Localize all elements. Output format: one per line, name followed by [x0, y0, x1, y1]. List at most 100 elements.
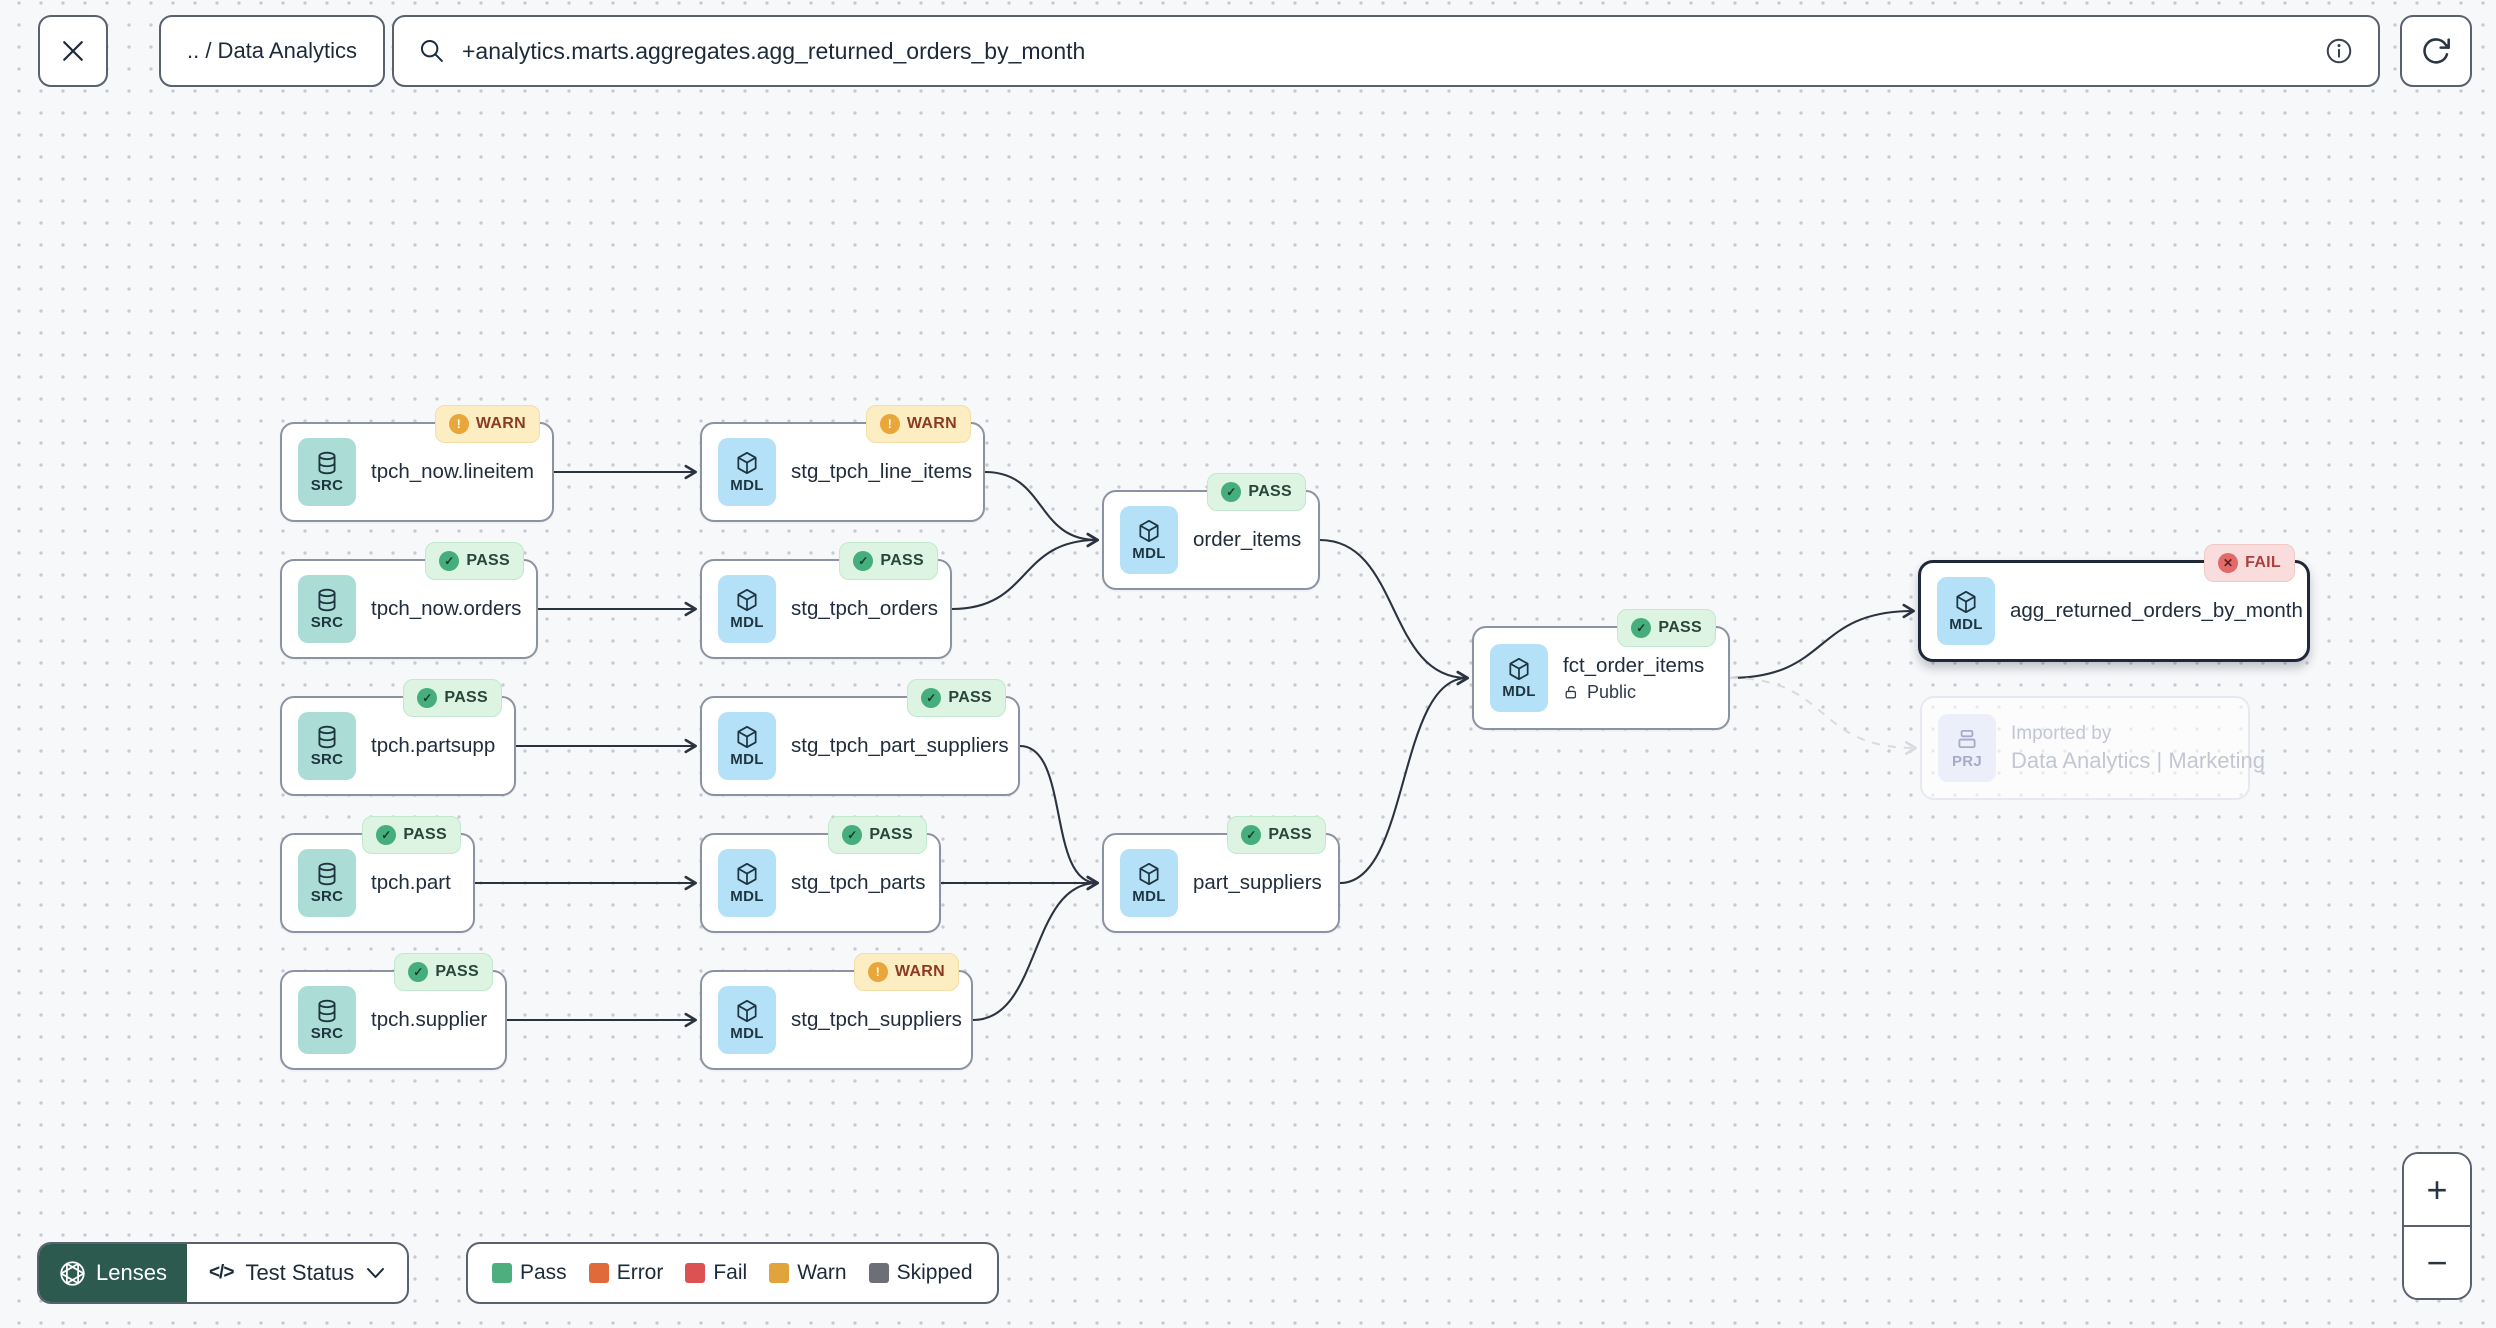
legend-item-error: Error	[588, 1261, 664, 1285]
zoom-controls: + −	[2402, 1152, 2472, 1300]
code-icon: </>	[208, 1262, 235, 1283]
status-label: PASS	[1658, 619, 1702, 636]
status-label: WARN	[475, 415, 526, 432]
imported-by-title: Imported by	[2011, 722, 2112, 744]
refresh-button[interactable]	[2400, 15, 2472, 87]
status-badge: ✓ PASS	[425, 542, 524, 580]
imported-by-project: Data Analytics | Marketing	[2011, 747, 2265, 773]
node-tpch-partsupp[interactable]: ✓ PASS SRC tpch.partsupp	[280, 679, 516, 796]
chevron-down-icon	[367, 1268, 385, 1278]
node-stg-tpch-orders[interactable]: ✓ PASS MDL stg_tpch_orders	[700, 542, 952, 659]
edge-order-items-to-fct-order-items	[1319, 538, 1469, 686]
node-label: agg_returned_orders_by_month	[2010, 599, 2303, 622]
unlock-icon	[1563, 684, 1580, 701]
mdl-type-icon: MDL	[718, 438, 776, 506]
legend-label: Warn	[797, 1261, 847, 1284]
legend-swatch-fail	[685, 1263, 706, 1283]
lens-selector[interactable]: </> Test Status	[187, 1244, 407, 1302]
status-label: PASS	[466, 552, 510, 569]
status-badge: ✓ PASS	[839, 542, 938, 580]
edge-stg-tpch-suppliers-to-part-suppliers	[972, 875, 1099, 1022]
legend-swatch-pass	[492, 1263, 512, 1283]
node-part-suppliers[interactable]: ✓ PASS MDL part_suppliers	[1102, 816, 1340, 933]
status-pass-icon: ✓	[408, 962, 429, 982]
status-label: PASS	[1248, 483, 1292, 500]
mdl-type-icon: MDL	[1490, 644, 1548, 712]
status-badge: ! WARN	[865, 405, 971, 443]
status-pass-icon: ✓	[1241, 825, 1262, 845]
status-badge: ✓ PASS	[1227, 816, 1326, 854]
status-label: PASS	[880, 552, 924, 569]
legend-label: Pass	[520, 1261, 567, 1284]
node-label: tpch.part	[371, 871, 451, 894]
node-label: stg_tpch_orders	[791, 597, 939, 620]
status-label: PASS	[948, 689, 992, 706]
lenses-label: Lenses	[96, 1260, 167, 1285]
node-label: stg_tpch_part_suppliers	[791, 734, 1009, 757]
lens-selector-label: Test Status	[245, 1260, 355, 1285]
status-pass-icon: ✓	[853, 551, 874, 571]
node-label: fct_order_items	[1563, 653, 1705, 677]
status-label: PASS	[435, 963, 479, 980]
mdl-type-icon: MDL	[1120, 849, 1178, 917]
src-type-icon: SRC	[298, 849, 356, 917]
node-label: tpch_now.lineitem	[371, 460, 534, 483]
legend-label: Error	[616, 1261, 664, 1284]
status-label: WARN	[894, 963, 945, 980]
edge-part-suppliers-to-fct-order-items	[1339, 670, 1469, 885]
status-pass-icon: ✓	[417, 688, 438, 708]
info-icon[interactable]	[2324, 36, 2354, 66]
close-button[interactable]	[38, 15, 108, 87]
node-label: tpch.partsupp	[371, 734, 496, 757]
node-tpch-now-orders[interactable]: ✓ PASS SRC tpch_now.orders	[280, 542, 538, 659]
node-order-items[interactable]: ✓ PASS MDL order_items	[1102, 473, 1320, 590]
refresh-icon	[2423, 38, 2450, 64]
search-icon	[420, 39, 443, 62]
close-icon	[63, 41, 83, 61]
legend-item-skipped: Skipped	[868, 1261, 973, 1285]
status-badge: ✓ PASS	[907, 679, 1006, 717]
edge-fct-order-items-to-prj-imported	[1729, 677, 1917, 755]
node-label: stg_tpch_suppliers	[791, 1008, 962, 1031]
breadcrumb[interactable]: .. / Data Analytics	[159, 15, 385, 87]
status-label: PASS	[444, 689, 488, 706]
status-pass-icon: ✓	[1221, 482, 1242, 502]
status-badge: ✓ PASS	[1617, 609, 1716, 647]
mdl-type-icon: MDL	[718, 575, 776, 643]
legend-swatch-error	[588, 1263, 609, 1283]
zoom-in-button[interactable]: +	[2404, 1154, 2470, 1227]
src-type-icon: SRC	[298, 712, 356, 780]
src-type-icon: SRC	[298, 575, 356, 643]
src-type-icon: SRC	[298, 986, 356, 1054]
node-label: part_suppliers	[1193, 871, 1322, 894]
status-badge: ✕ FAIL	[2204, 544, 2295, 582]
status-badge: ✓ PASS	[394, 953, 493, 991]
status-warn-icon: !	[867, 962, 888, 982]
prj-type-icon: PRJ	[1938, 714, 1996, 782]
lenses-button[interactable]: Lenses	[39, 1244, 187, 1302]
mdl-type-icon: MDL	[718, 849, 776, 917]
edge-stg-tpch-orders-to-order-items	[951, 532, 1099, 611]
lens-controls: Lenses </> Test Status	[37, 1242, 410, 1304]
zoom-out-button[interactable]: −	[2404, 1227, 2470, 1298]
node-label: order_items	[1193, 528, 1302, 551]
mdl-type-icon: MDL	[1120, 506, 1178, 574]
status-badge: ! WARN	[434, 405, 540, 443]
search-input[interactable]	[462, 37, 2308, 65]
edge-fct-order-items-to-agg-returned-orders-by-month	[1729, 603, 1915, 680]
status-warn-icon: !	[879, 414, 900, 434]
legend-label: Fail	[713, 1261, 748, 1284]
node-label: tpch_now.orders	[371, 597, 522, 620]
legend-swatch-skipped	[868, 1263, 889, 1283]
status-badge: ! WARN	[853, 953, 959, 991]
